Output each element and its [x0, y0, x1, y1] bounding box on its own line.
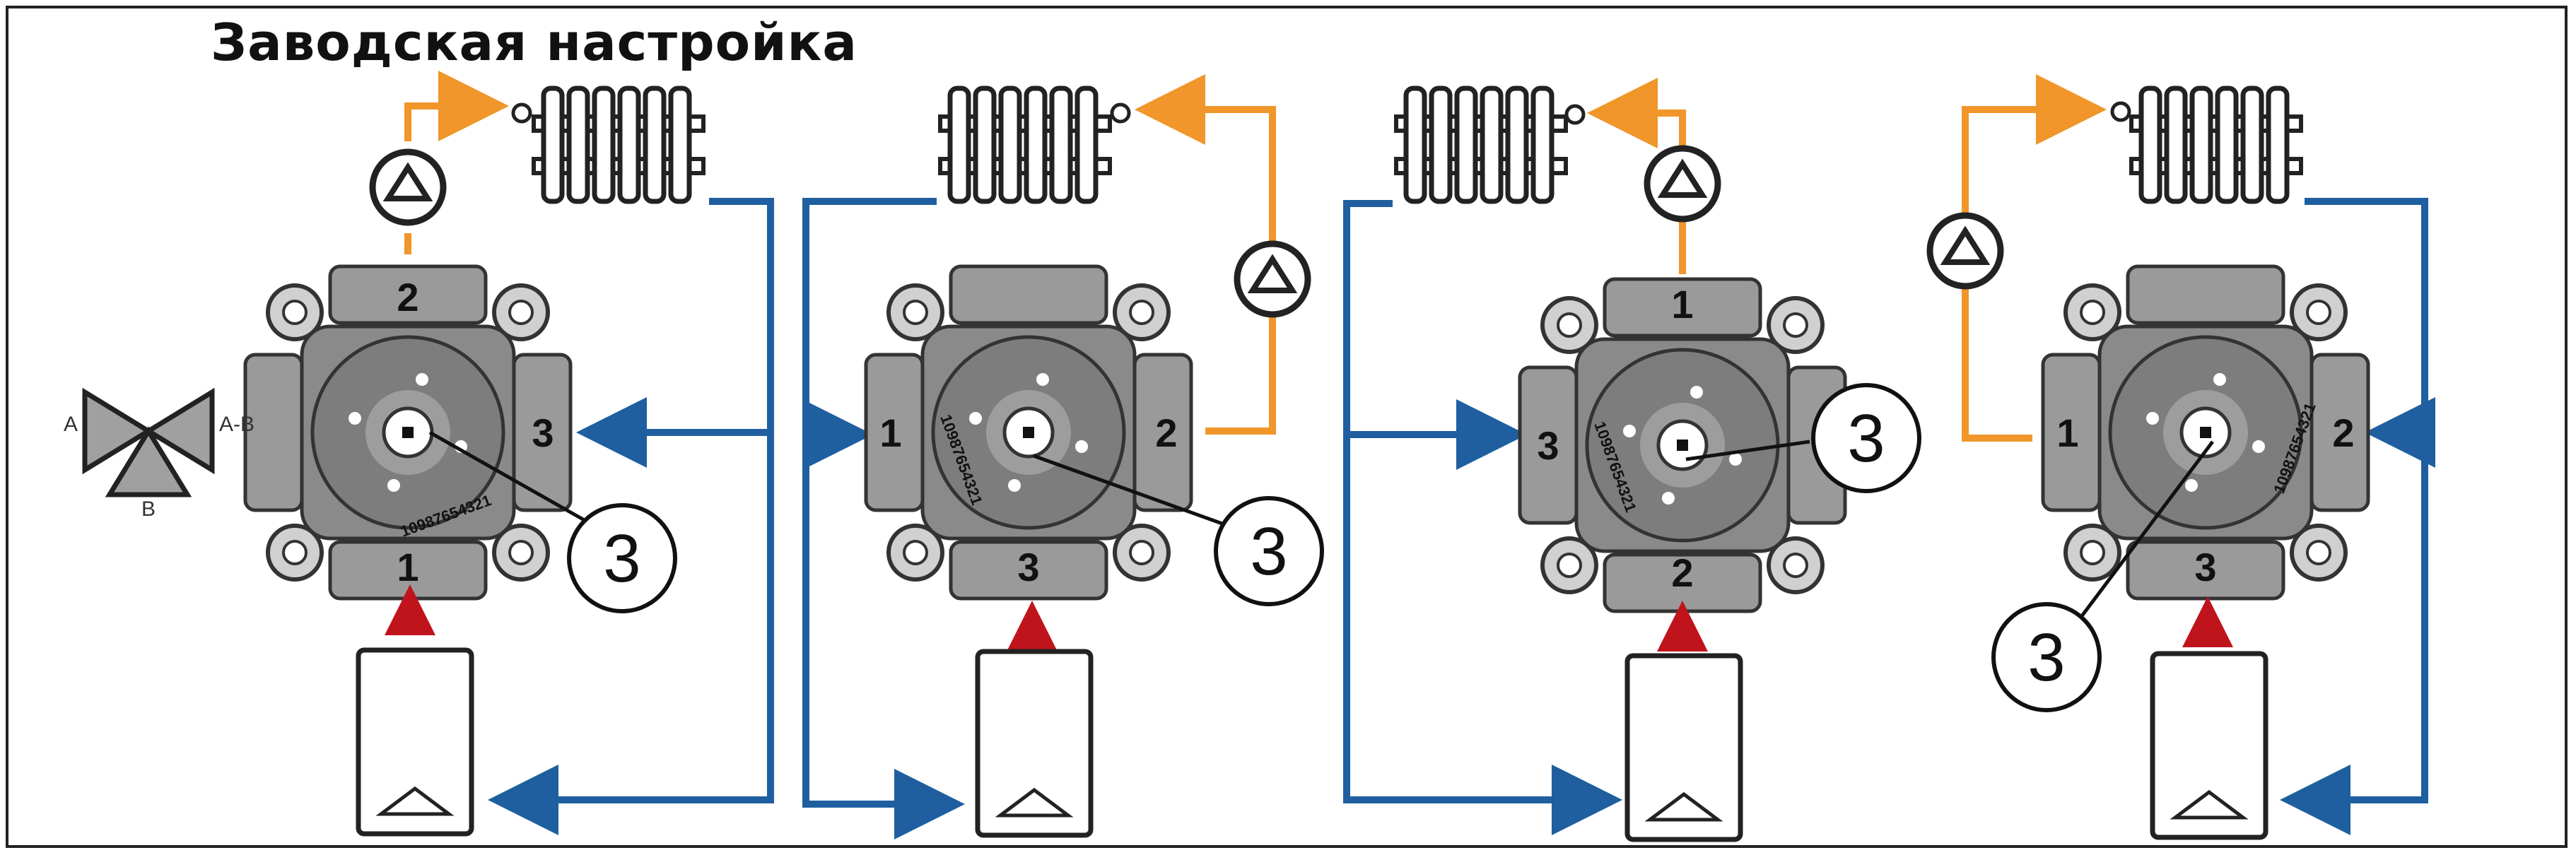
pump-icon [1930, 216, 2001, 286]
pipe-cold [802, 198, 965, 839]
diagram-title: Заводская настройка [211, 13, 857, 72]
callout-circle [1214, 496, 1324, 606]
diagram-frame [6, 6, 2568, 848]
pump-icon [1237, 244, 1308, 314]
pipe-cold [2280, 198, 2435, 835]
pipe-hot [1962, 74, 2107, 442]
callout-label: 3 [2027, 620, 2065, 695]
legend-port-b: B [141, 497, 156, 521]
legend-port-a: A [64, 413, 78, 436]
legend-port-ab: A-B [219, 413, 254, 436]
callout-label: 3 [603, 521, 640, 596]
valve-symbol-icon [82, 387, 215, 497]
callout-circle [1811, 383, 1921, 493]
radiator-icon [534, 88, 703, 201]
port-label-top: 2 [397, 275, 418, 319]
port-label-bottom: 3 [1017, 545, 1039, 589]
port-label-left: 1 [2056, 411, 2078, 455]
port-label-left: 3 [1537, 423, 1559, 468]
panel-3: 1 2 3 10987654321 3 [1343, 78, 1921, 839]
port-label-bottom: 1 [397, 545, 418, 589]
panel-1: 2 1 3 10987654321 3 A A-B B [64, 71, 774, 835]
port-label-bottom: 3 [2194, 545, 2216, 589]
port-label-right: 2 [1155, 411, 1177, 455]
callout-label: 3 [1847, 401, 1885, 476]
pipe-hot [404, 71, 509, 272]
callout-circle [567, 503, 677, 613]
port-label-right: 2 [2332, 411, 2354, 455]
callout-circle [1991, 602, 2102, 712]
pipe-cold [1343, 200, 1622, 835]
port-label-bottom: 2 [1671, 550, 1693, 595]
radiator-icon [2131, 88, 2301, 201]
port-label-top: 1 [1671, 282, 1693, 326]
boiler-icon [358, 650, 472, 834]
boiler-icon [978, 651, 1091, 835]
pipe-hot [1135, 74, 1276, 435]
pump-icon [1647, 148, 1718, 219]
boiler-icon [2153, 654, 2266, 837]
boiler-icon [1627, 656, 1740, 839]
radiator-icon [1396, 88, 1566, 201]
port-label-right: 3 [532, 411, 554, 455]
port-label-left: 1 [879, 411, 901, 455]
callout-label: 3 [1250, 514, 1287, 589]
panel-4: 1 2 3 10987654321 3 [1930, 74, 2435, 837]
radiator-icon [940, 88, 1110, 201]
pipe-hot [1587, 78, 1686, 274]
pump-icon [373, 152, 443, 223]
panel-2: 1 2 3 10987654321 3 [802, 74, 1324, 839]
pipe-cold [488, 198, 774, 835]
